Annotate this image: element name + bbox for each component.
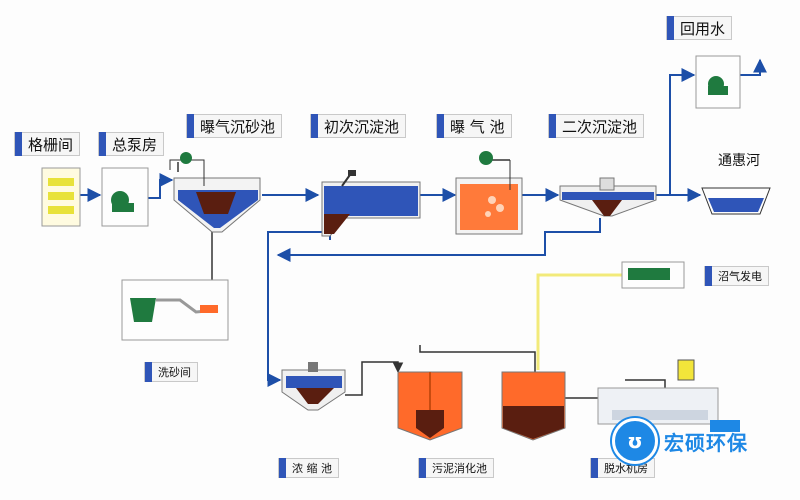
label-pump-house: 总泵房: [98, 132, 165, 156]
label-marker: [705, 266, 712, 286]
aeration-tank-unit: [455, 151, 523, 235]
label-marker: [99, 132, 106, 156]
screen-room-unit: [41, 167, 81, 227]
label-screen-room: 格栅间: [14, 132, 81, 156]
logo-mark-icon: ʊ: [612, 418, 658, 464]
digester-tank-2: [501, 371, 566, 441]
label-marker: [419, 458, 426, 478]
digester-tank-1: [397, 371, 463, 441]
pump-house-unit: [101, 167, 149, 227]
label-marker: [667, 16, 674, 40]
label-sand-washing: 洗砂间: [144, 362, 198, 382]
label-secondary-clarifier: 二次沉淀池: [548, 114, 645, 138]
biogas-pipe: [536, 273, 622, 370]
label-marker: [187, 114, 194, 138]
label-marker: [437, 114, 444, 138]
river-unit: [701, 187, 771, 215]
label-reuse-water: 回用水: [666, 16, 733, 40]
label-marker: [311, 114, 318, 138]
dewatering-equipment-unit: [597, 359, 740, 432]
label-thickener: 浓 缩 池: [278, 458, 339, 478]
label-aeration-tank: 曝 气 池: [436, 114, 512, 138]
label-marker: [279, 458, 286, 478]
brand-logo: ʊ 宏硕环保: [612, 418, 772, 464]
reuse-water-unit: [695, 55, 741, 109]
label-marker: [15, 132, 22, 156]
label-river: 通惠河: [718, 153, 760, 169]
label-marker: [591, 458, 598, 478]
logo-text: 宏硕环保: [664, 430, 748, 455]
aerated-grit-chamber-unit: [169, 152, 261, 233]
label-marker: [145, 362, 152, 382]
label-primary-clarifier: 初次沉淀池: [310, 114, 407, 138]
label-aerated-grit: 曝气沉砂池: [186, 114, 283, 138]
label-digester: 污泥消化池: [418, 458, 494, 478]
sand-washing-unit: [121, 279, 229, 341]
primary-clarifier-unit: [321, 170, 421, 237]
label-marker: [549, 114, 556, 138]
biogas-generator-unit: [621, 261, 685, 289]
thickener-unit: [281, 362, 346, 411]
label-biogas-generation: 沼气发电: [704, 266, 769, 286]
secondary-clarifier-unit: [559, 177, 657, 217]
